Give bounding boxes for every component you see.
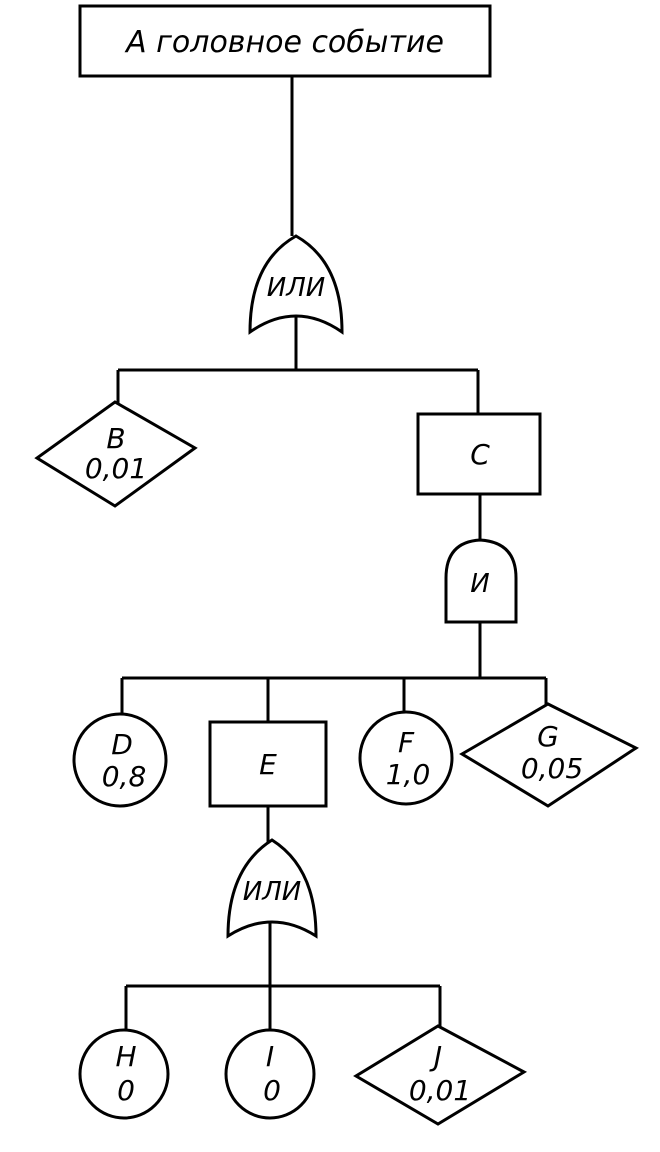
and-gate-c: И	[444, 538, 518, 624]
event-j-value: 0,01	[409, 1074, 471, 1107]
event-e-box	[208, 720, 328, 808]
event-b-diamond	[34, 400, 198, 508]
event-j-diamond	[353, 1024, 528, 1126]
event-g: G 0,05	[459, 702, 639, 808]
event-h: H 0	[78, 1028, 170, 1120]
event-h-circle	[78, 1028, 170, 1120]
or-gate-e-shape	[226, 838, 318, 939]
event-b-value: 0,01	[85, 452, 147, 485]
and-gate-c-label: И	[470, 569, 489, 599]
event-e-name: E	[259, 748, 277, 781]
event-i-value: 0	[263, 1074, 281, 1107]
top-event-label: A головное событие	[124, 25, 444, 60]
top-event: A головное событие	[78, 4, 492, 78]
event-f-name: F	[398, 726, 415, 759]
or-gate-e-label: ИЛИ	[243, 877, 301, 907]
event-i-circle	[224, 1028, 316, 1120]
event-h-name: H	[115, 1040, 136, 1073]
and-gate-c-shape	[444, 538, 518, 624]
event-d-name: D	[111, 728, 133, 761]
or-gate-top: ИЛИ	[248, 234, 344, 335]
top-event-box	[78, 4, 492, 78]
event-g-diamond	[459, 702, 639, 808]
event-d-circle	[72, 712, 168, 808]
event-d: D 0,8	[72, 712, 168, 808]
event-f: F 1,0	[358, 710, 454, 806]
event-g-name: G	[537, 720, 559, 753]
event-j: J 0,01	[353, 1024, 528, 1126]
event-h-value: 0	[117, 1074, 135, 1107]
or-gate-e: ИЛИ	[226, 838, 318, 939]
event-b-name: B	[106, 422, 125, 455]
event-g-value: 0,05	[521, 752, 583, 785]
event-i: I 0	[224, 1028, 316, 1120]
event-d-value: 0,8	[102, 760, 147, 793]
event-f-value: 1,0	[386, 758, 431, 791]
event-c-name: C	[470, 438, 490, 471]
event-c: C	[416, 412, 542, 496]
event-b: B 0,01	[34, 400, 198, 508]
event-e: E	[208, 720, 328, 808]
event-f-circle	[358, 710, 454, 806]
event-i-name: I	[266, 1040, 274, 1073]
or-gate-top-label: ИЛИ	[267, 273, 325, 303]
